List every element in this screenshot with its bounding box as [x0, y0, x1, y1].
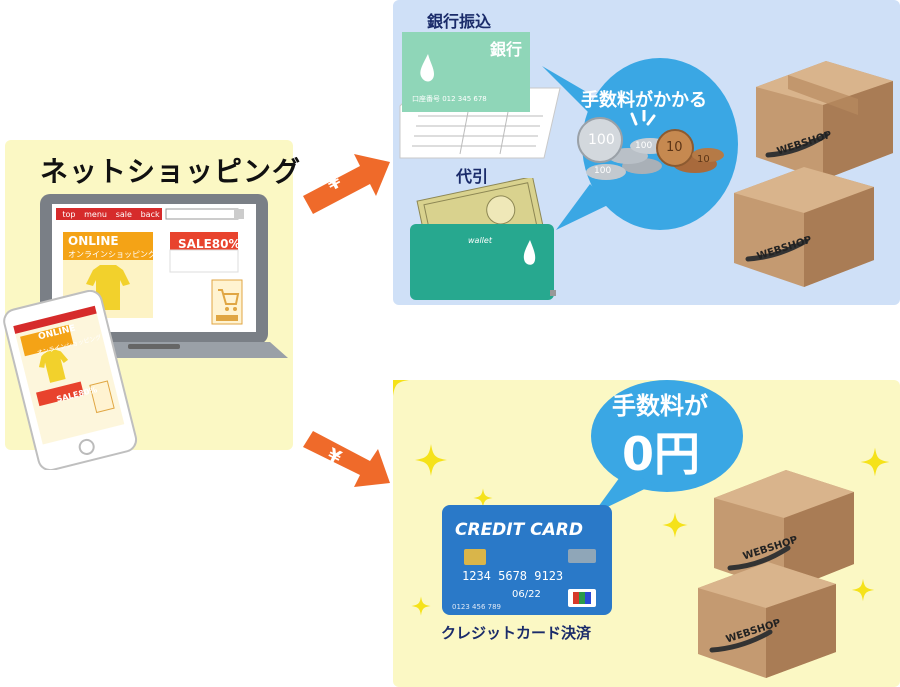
bankbook-illustration	[399, 32, 561, 159]
nav-top[interactable]: top	[62, 210, 76, 219]
credit-card-caption: クレジットカード決済	[441, 624, 592, 642]
wallet-illustration	[410, 178, 556, 300]
card-number: 1234 5678 9123	[462, 569, 564, 583]
nav-menu[interactable]: menu	[84, 210, 107, 219]
sparkles-decoration	[393, 380, 890, 616]
free-speech-bubble	[591, 380, 743, 514]
fee-bubble-text: 手数料がかかる	[581, 90, 707, 111]
boxes-bottom-illustration	[698, 470, 854, 678]
nav-sale[interactable]: sale	[115, 210, 132, 219]
laptop-nav: top menu sale back	[58, 209, 164, 221]
coin-label-2: 100	[635, 141, 653, 151]
card-stripe	[568, 549, 596, 563]
bank-transfer-label: 銀行振込	[427, 12, 492, 31]
coin-label-5: 10	[697, 154, 710, 165]
coin-label-4: 10	[666, 140, 683, 155]
boxes-top-illustration	[734, 61, 893, 287]
coins-illustration	[577, 110, 724, 180]
card-expiry: 06/22	[512, 589, 541, 600]
wallet-text: wallet	[468, 236, 492, 245]
free-bubble-line2: 0円	[622, 427, 701, 481]
bankbook-title: 銀行	[490, 40, 523, 59]
cod-label: 代引	[456, 167, 489, 186]
nav-back[interactable]: back	[140, 210, 160, 219]
free-bubble-line1: 手数料が	[612, 392, 708, 420]
card-small-number: 0123 456 789	[452, 603, 501, 611]
card-title: CREDIT CARD	[455, 520, 583, 540]
laptop-sale-label: SALE80%	[178, 237, 241, 251]
arrow-to-bank	[303, 154, 390, 214]
arrow-to-credit	[303, 431, 390, 487]
card-logo	[568, 589, 596, 607]
coin-label-1: 100	[588, 132, 615, 148]
laptop-online-sub: オンラインショッピング	[68, 250, 156, 259]
laptop-online-label: ONLINE	[68, 234, 119, 248]
card-chip	[464, 549, 486, 565]
bankbook-account: 口座番号 012 345 678	[412, 95, 487, 103]
smartphone-illustration	[3, 290, 138, 470]
shopping-title: ネットショッピング	[40, 155, 302, 188]
credit-card	[442, 505, 612, 615]
coin-label-3: 100	[594, 166, 612, 176]
